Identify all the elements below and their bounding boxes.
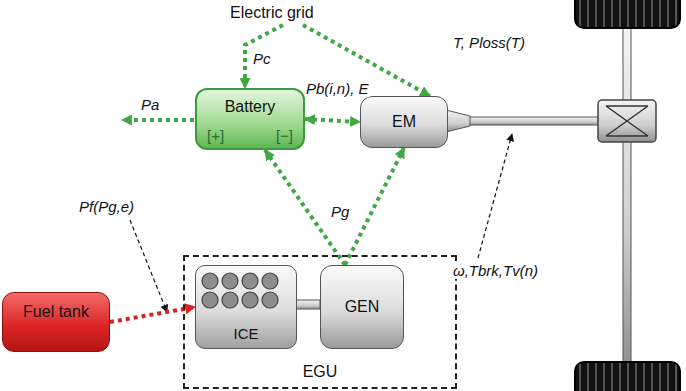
node-title: ICE [196,325,296,342]
node-title: GEN [345,298,380,316]
differential-gears [606,106,648,136]
engine-box: ICE [195,265,297,349]
differential [598,100,656,142]
node-title: Battery [225,98,276,116]
aux-power-arrow [122,118,194,122]
speed-label: ω,Tbrk,Tv(n) [452,262,539,279]
power-flow-connector [303,25,430,96]
node-title: EGU [185,363,455,381]
flow-label: Pg [330,203,350,220]
shaft-coupling [446,110,470,132]
battery-box: Battery[+] [−] [195,88,305,150]
generator-box: GEN [320,265,404,349]
node-title: Electric grid [230,4,314,21]
fuel-tank-box: Fuel tank [2,292,110,352]
node-title: EM [392,113,416,131]
terminal-label: [−] [276,127,293,144]
cylinder-symbols [196,266,284,316]
axle [623,26,631,364]
wheel [575,362,680,391]
grid-source: Electric grid [228,3,316,23]
fuel-power-label: Pf(Pg,e) [78,198,135,215]
leader-line [130,220,167,312]
motor-box: EM [360,96,448,148]
egu-group: EGU ICE GEN [183,255,457,389]
power-flow-connector [305,119,360,122]
terminal-row: [+] [−] [205,127,295,144]
node-title: Fuel tank [23,303,89,321]
torque-label: T, Ploss(T) [452,34,526,51]
flow-label: Pb(i,n), E [305,80,370,97]
power-flow-connector [345,148,404,265]
flow-label: Pc [252,50,272,67]
power-label: Pa [140,96,160,113]
terminal-label: [+] [207,127,224,144]
wheel [575,0,680,28]
power-flow-connector [245,25,283,88]
leader-line [478,134,512,258]
